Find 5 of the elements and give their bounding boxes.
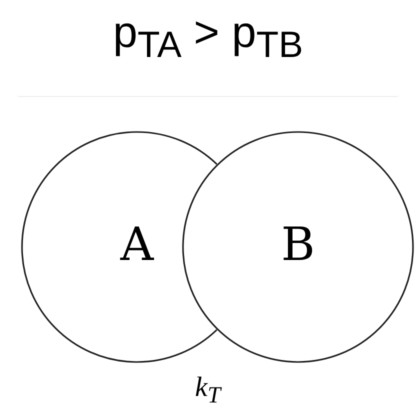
set-letter: B: [281, 217, 315, 271]
variable-label: k$_{T}$: [195, 372, 220, 410]
title: p$_{TA}$ > p$_{TB}$: [112, 8, 304, 66]
set-letter: A: [120, 217, 154, 271]
set-circle: [182, 131, 414, 363]
